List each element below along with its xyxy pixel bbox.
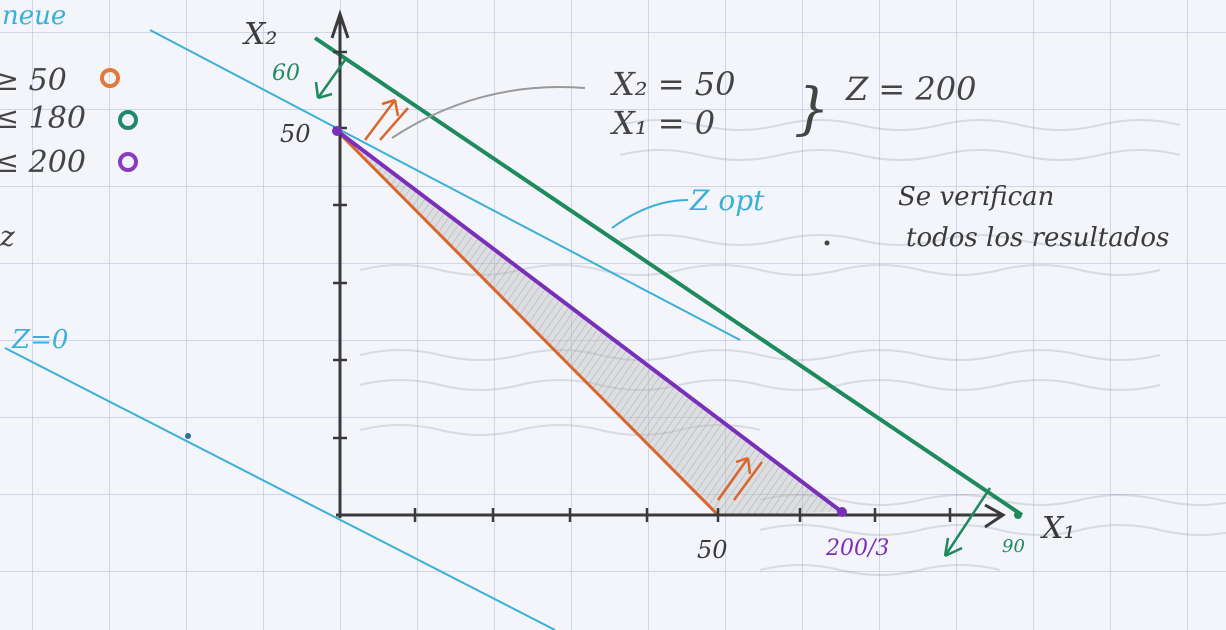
y-axis-label: X₂ — [242, 17, 277, 52]
constraint-list: neue ≥ 50 ≤ 180 ≤ 200 z — [0, 1, 138, 253]
orange-region-arrows-icon — [716, 456, 764, 501]
green-constraint-line — [313, 36, 1024, 517]
orange-constraint-line — [334, 128, 720, 517]
z-zero-label: Z=0 — [11, 325, 68, 355]
x-tick-200-3: 200/3 — [825, 536, 889, 561]
note-line-2: todos los resultados — [906, 223, 1169, 253]
green-marker-icon — [118, 110, 138, 130]
optimal-vertex — [332, 126, 342, 136]
y-tick-50: 50 — [280, 120, 311, 148]
y-tick-60: 60 — [272, 61, 300, 86]
solution-line-x1: X₁ = 0 — [609, 104, 715, 142]
purple-constraint-line — [334, 128, 844, 514]
z-opt-pointer — [611, 199, 689, 229]
z-opt-line — [149, 29, 741, 341]
solution-pointer — [391, 86, 586, 139]
solution-line-x2: X₂ = 50 — [609, 65, 735, 103]
note-line-1: Se verifican — [898, 182, 1054, 212]
green-intercept — [1014, 511, 1022, 519]
orange-direction-arrows-icon — [364, 98, 409, 141]
z-zero-line — [4, 347, 556, 630]
solution-z-value: Z = 200 — [845, 70, 976, 108]
purple-marker-icon — [118, 152, 138, 172]
green-direction-arrow-icon — [314, 59, 347, 100]
solution-brace: } — [794, 77, 830, 142]
x-axis-arrow-icon — [984, 503, 1006, 529]
green-region-arrow-icon — [943, 487, 992, 558]
header-fragment: neue — [2, 1, 66, 31]
left-fragment: z — [0, 220, 15, 253]
z-opt-label: Z opt — [689, 184, 765, 217]
constraint-1: ≥ 50 — [0, 63, 67, 98]
pencil-dot — [185, 433, 191, 439]
constraint-3: ≤ 200 — [0, 145, 86, 180]
orange-marker-icon — [100, 68, 120, 88]
x-tick-50: 50 — [697, 536, 728, 564]
x-axis-label: X₁ — [1040, 511, 1075, 546]
pencil-dot-2 — [824, 240, 830, 246]
axes — [330, 9, 1006, 529]
purple-intercept — [837, 507, 847, 517]
constraint-2: ≤ 180 — [0, 101, 86, 136]
y-axis-arrow-icon — [330, 9, 350, 39]
x-tick-90: 90 — [1002, 536, 1025, 557]
